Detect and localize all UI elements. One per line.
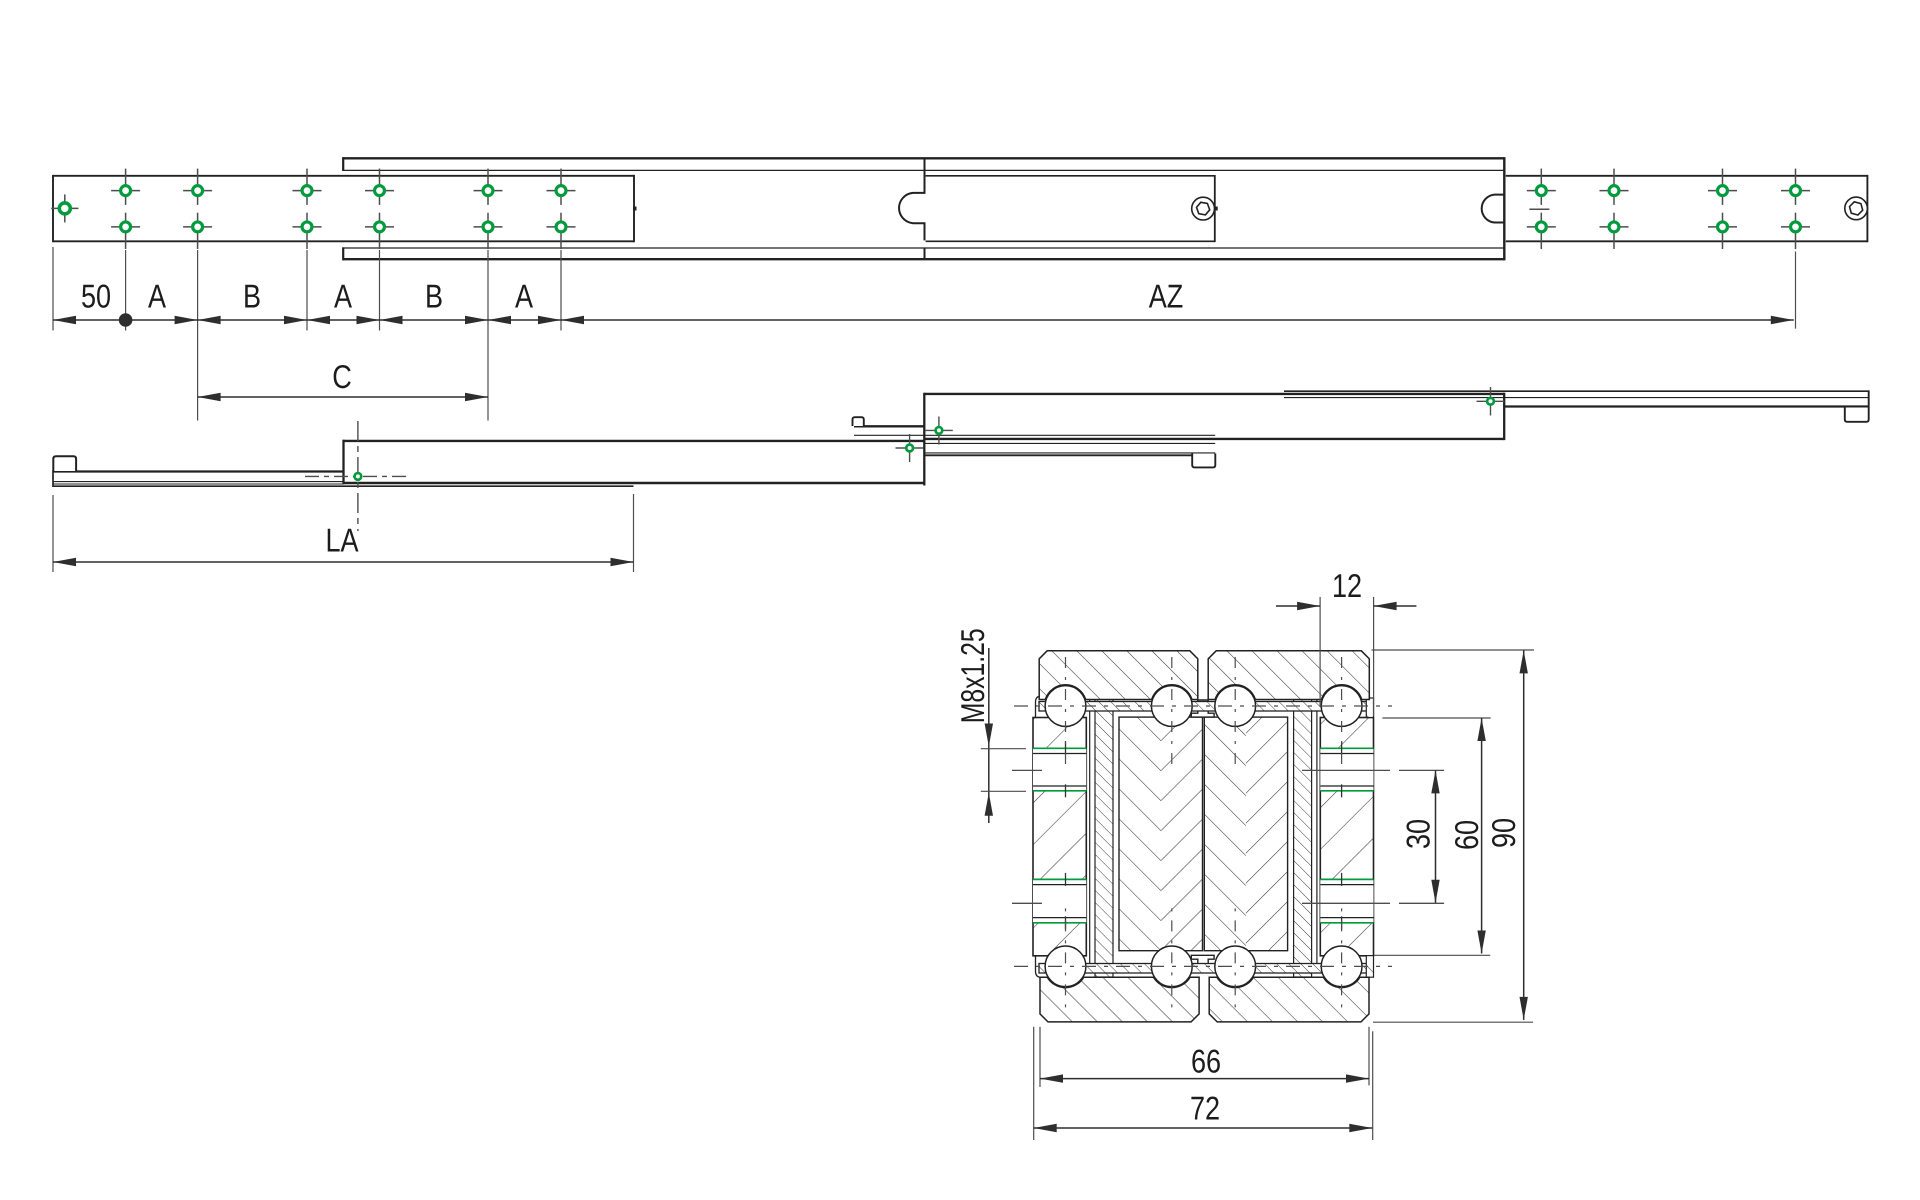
svg-text:LA: LA	[325, 522, 358, 559]
svg-text:B: B	[243, 278, 261, 315]
svg-text:72: 72	[1190, 1089, 1220, 1126]
svg-text:12: 12	[1332, 567, 1362, 604]
svg-text:C: C	[332, 358, 352, 395]
svg-text:60: 60	[1448, 820, 1485, 850]
svg-text:A: A	[515, 278, 533, 315]
svg-text:A: A	[148, 278, 166, 315]
svg-text:M8x1.25: M8x1.25	[954, 628, 991, 723]
svg-text:50: 50	[81, 278, 111, 315]
svg-text:B: B	[425, 278, 443, 315]
svg-text:30: 30	[1400, 819, 1437, 849]
svg-text:A: A	[334, 278, 352, 315]
svg-text:66: 66	[1191, 1043, 1221, 1080]
svg-text:90: 90	[1485, 818, 1522, 848]
svg-text:AZ: AZ	[1149, 278, 1184, 315]
